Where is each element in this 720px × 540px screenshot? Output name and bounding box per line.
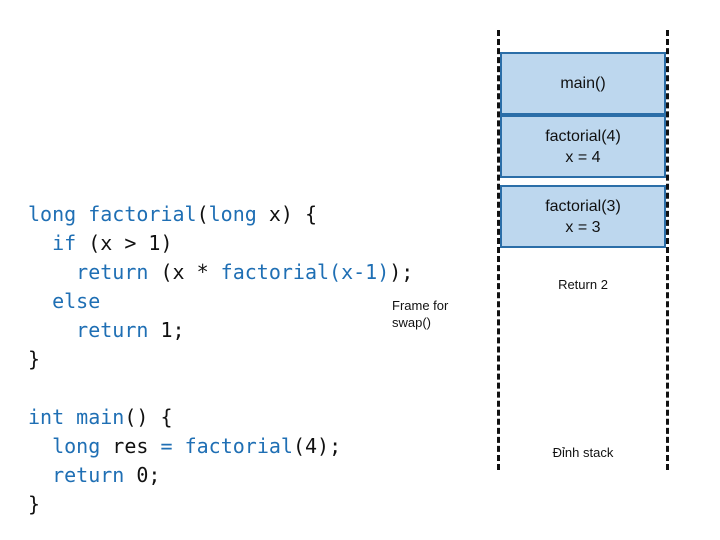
stack-frame-factorial4-title: factorial(4) (545, 127, 621, 145)
code-token: } (28, 347, 41, 371)
code-token: if (52, 231, 77, 255)
code-token: (x > 1) (76, 231, 173, 255)
code-token: 0; (124, 463, 161, 487)
code-line: return (x * factorial(x-1)); (28, 258, 468, 287)
code-token: res (100, 434, 161, 458)
code-token: 1; (148, 318, 185, 342)
code-token: factorial (184, 434, 293, 458)
code-token: ( (196, 202, 209, 226)
code-token: else (52, 289, 101, 313)
code-line: return 0; (28, 461, 468, 490)
code-token: long (28, 202, 77, 226)
code-token (28, 434, 52, 458)
code-line: return 1; (28, 316, 468, 345)
code-block: long factorial(long x) { if (x > 1) retu… (28, 200, 468, 519)
frame-for-swap-line1: Frame for (392, 298, 449, 313)
frame-for-swap-line2: swap() (392, 315, 432, 330)
code-token: main (76, 405, 125, 429)
code-token (28, 231, 52, 255)
code-token (64, 405, 76, 429)
code-token (28, 260, 76, 284)
code-line: else (28, 287, 468, 316)
code-token: return (52, 463, 125, 487)
stack-frame-factorial3-title: factorial(3) (545, 197, 621, 215)
code-token: factorial(x-1) (220, 260, 390, 284)
stack-frame-factorial3-detail: x = 3 (565, 218, 601, 236)
stack-frame-main: main() (500, 52, 666, 115)
code-line: } (28, 490, 468, 519)
stack-frame-factorial3: factorial(3) x = 3 (500, 185, 666, 248)
code-token: int (28, 405, 65, 429)
code-token: factorial (88, 202, 197, 226)
frame-for-swap-annotation: Frame for swap() (392, 297, 478, 331)
call-stack-diagram: main() factorial(4) x = 4 factorial(3) x… (497, 30, 669, 470)
code-token: (x * (148, 260, 221, 284)
code-token (28, 463, 52, 487)
code-token: long (208, 202, 257, 226)
code-line: } (28, 345, 468, 374)
code-token: (4); (292, 434, 342, 458)
stack-boundary-left-dashed-line (497, 30, 500, 470)
code-line: int main() { (28, 403, 468, 432)
stack-frame-factorial4-detail: x = 4 (565, 148, 601, 166)
code-token: () { (124, 405, 173, 429)
code-token: return (76, 318, 149, 342)
stack-frame-factorial4: factorial(4) x = 4 (500, 115, 666, 178)
code-token (76, 202, 88, 226)
code-line: if (x > 1) (28, 229, 468, 258)
code-token: = (160, 434, 173, 458)
code-line: long factorial(long x) { (28, 200, 468, 229)
code-line (28, 374, 468, 403)
code-token: long (52, 434, 101, 458)
stack-boundary-right-dashed-line (666, 30, 669, 470)
stack-top-label: Đỉnh stack (552, 445, 614, 460)
return-value-label: Return 2 (558, 277, 608, 292)
stack-frame-main-title: main() (560, 75, 606, 92)
code-token: x) { (256, 202, 318, 226)
code-token (28, 289, 52, 313)
code-token (173, 434, 185, 458)
code-token: return (76, 260, 149, 284)
code-token: } (28, 492, 41, 516)
code-line: long res = factorial(4); (28, 432, 468, 461)
code-token: ); (389, 260, 414, 284)
code-token (28, 318, 76, 342)
code-token (28, 376, 40, 400)
